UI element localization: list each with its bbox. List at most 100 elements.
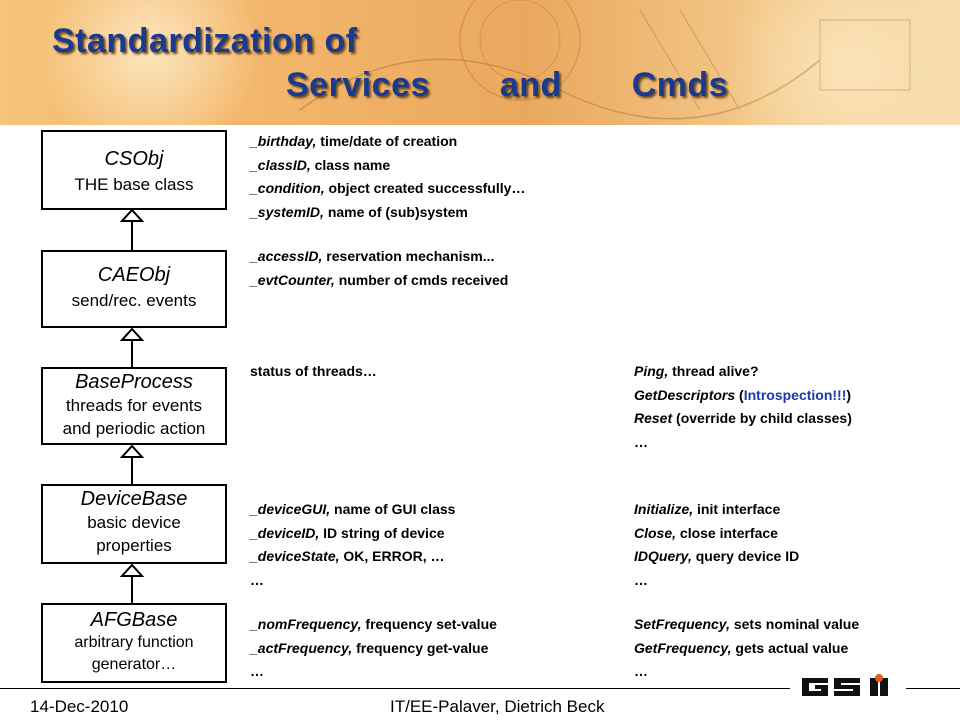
command-key: SetFrequency, bbox=[634, 616, 730, 632]
caeobj-services: _accessID, reservation mechanism... _evt… bbox=[250, 245, 508, 292]
service-line: _deviceID, ID string of device bbox=[250, 522, 455, 546]
service-line: status of threads… bbox=[250, 360, 377, 384]
command-text: … bbox=[634, 433, 648, 450]
afgbase-commands: SetFrequency, sets nominal value GetFreq… bbox=[634, 613, 859, 684]
class-box-devicebase: DeviceBase basic device properties bbox=[41, 484, 227, 564]
command-line: GetDescriptors (Introspection!!!) bbox=[634, 384, 852, 408]
gsi-logo-icon bbox=[802, 674, 888, 696]
command-text: query device ID bbox=[691, 548, 800, 564]
command-line: GetFrequency, gets actual value bbox=[634, 637, 859, 661]
service-text: ID string of device bbox=[319, 524, 445, 541]
footer-date: 14-Dec-2010 bbox=[30, 697, 129, 716]
class-box-caeobj: CAEObj send/rec. events bbox=[41, 250, 227, 328]
command-key: GetFrequency, bbox=[634, 639, 732, 656]
class-name: DeviceBase bbox=[80, 488, 188, 510]
service-line: … bbox=[250, 660, 497, 684]
command-key: Ping, bbox=[634, 363, 669, 379]
command-line: Reset (override by child classes) bbox=[634, 407, 852, 431]
service-line: _actFrequency, frequency get-value bbox=[250, 637, 497, 661]
class-name: BaseProcess bbox=[75, 371, 193, 393]
service-line: _classID, class name bbox=[250, 154, 525, 178]
command-line: Close, close interface bbox=[634, 522, 799, 546]
devicebase-services: _deviceGUI, name of GUI class _deviceID,… bbox=[250, 498, 455, 592]
service-text: … bbox=[250, 663, 264, 679]
service-key: _deviceID, bbox=[250, 524, 320, 541]
command-line: … bbox=[634, 431, 852, 455]
command-line: … bbox=[634, 660, 859, 684]
title-banner: Standardization of Services and Cmds bbox=[0, 0, 960, 125]
command-text: … bbox=[634, 571, 648, 588]
command-text: ) bbox=[846, 386, 852, 403]
service-text: object created successfully… bbox=[324, 180, 526, 196]
baseprocess-services: status of threads… bbox=[250, 360, 377, 384]
command-key: IDQuery, bbox=[634, 548, 692, 564]
command-text: init interface bbox=[693, 501, 781, 517]
command-text: ( bbox=[735, 386, 744, 403]
service-line: _evtCounter, number of cmds received bbox=[250, 269, 508, 293]
class-box-baseprocess: BaseProcess threads for events and perio… bbox=[41, 367, 227, 445]
banner-decoration bbox=[299, 0, 911, 120]
service-key: _accessID, bbox=[250, 248, 323, 264]
afgbase-services: _nomFrequency, frequency set-value _actF… bbox=[250, 613, 497, 684]
command-text: thread alive? bbox=[668, 363, 759, 379]
page-title-line1: Standardization of bbox=[52, 22, 358, 60]
class-description: and periodic action bbox=[62, 419, 206, 438]
command-line: Initialize, init interface bbox=[634, 498, 799, 522]
command-line: … bbox=[634, 569, 799, 593]
class-description: send/rec. events bbox=[71, 291, 197, 310]
class-description: THE base class bbox=[74, 175, 194, 194]
class-description: threads for events bbox=[65, 396, 203, 415]
command-key: Reset bbox=[634, 410, 673, 426]
service-text: time/date of creation bbox=[316, 133, 458, 149]
service-text: name of GUI class bbox=[330, 501, 456, 517]
service-key: _nomFrequency, bbox=[250, 616, 362, 632]
footer-author: IT/EE-Palaver, Dietrich Beck bbox=[390, 697, 605, 716]
service-text: name of (sub)system bbox=[323, 203, 468, 220]
command-key: GetDescriptors bbox=[634, 386, 736, 403]
service-line: _deviceState, OK, ERROR, … bbox=[250, 545, 455, 569]
footer-divider bbox=[0, 688, 790, 689]
service-text: class name bbox=[310, 156, 391, 173]
service-key: _birthday, bbox=[250, 133, 317, 149]
command-text: sets nominal value bbox=[729, 616, 860, 632]
service-line: _deviceGUI, name of GUI class bbox=[250, 498, 455, 522]
introspection-highlight: Introspection!!! bbox=[743, 386, 847, 403]
class-name: CSObj bbox=[104, 148, 164, 170]
class-box-csobj: CSObj THE base class bbox=[41, 130, 227, 210]
service-text: frequency set-value bbox=[361, 616, 497, 632]
service-key: _evtCounter, bbox=[250, 271, 335, 288]
service-line: _condition, object created successfully… bbox=[250, 177, 525, 201]
service-key: _condition, bbox=[250, 180, 325, 196]
class-box-afgbase: AFGBase arbitrary function generator… bbox=[41, 603, 227, 683]
csobj-services: _birthday, time/date of creation _classI… bbox=[250, 130, 525, 224]
service-line: _nomFrequency, frequency set-value bbox=[250, 613, 497, 637]
service-key: _systemID, bbox=[250, 203, 324, 220]
footer-divider bbox=[906, 688, 960, 689]
service-text: status of threads… bbox=[250, 363, 377, 379]
service-key: _actFrequency, bbox=[250, 639, 353, 656]
service-text: frequency get-value bbox=[352, 639, 489, 656]
class-description: properties bbox=[96, 536, 172, 555]
class-description: generator… bbox=[91, 656, 177, 673]
banner-glow bbox=[700, 0, 960, 125]
command-line: IDQuery, query device ID bbox=[634, 545, 799, 569]
service-text: OK, ERROR, … bbox=[339, 548, 445, 564]
command-key: Initialize, bbox=[634, 501, 694, 517]
class-name: AFGBase bbox=[90, 609, 178, 631]
banner-glow bbox=[20, 0, 280, 125]
class-description: basic device bbox=[87, 513, 181, 532]
page-title-line2: Services and Cmds bbox=[286, 66, 729, 104]
service-line: _birthday, time/date of creation bbox=[250, 130, 525, 154]
class-description: arbitrary function bbox=[74, 634, 194, 651]
service-text: number of cmds received bbox=[334, 271, 509, 288]
service-text: reservation mechanism... bbox=[322, 248, 495, 264]
class-name: CAEObj bbox=[97, 264, 171, 286]
service-line: _systemID, name of (sub)system bbox=[250, 201, 525, 225]
command-text: (override by child classes) bbox=[672, 410, 852, 426]
service-key: _deviceGUI, bbox=[250, 501, 331, 517]
command-text: gets actual value bbox=[731, 639, 849, 656]
command-line: Ping, thread alive? bbox=[634, 360, 852, 384]
service-line: _accessID, reservation mechanism... bbox=[250, 245, 508, 269]
command-text: … bbox=[634, 663, 648, 679]
service-key: _deviceState, bbox=[250, 548, 340, 564]
